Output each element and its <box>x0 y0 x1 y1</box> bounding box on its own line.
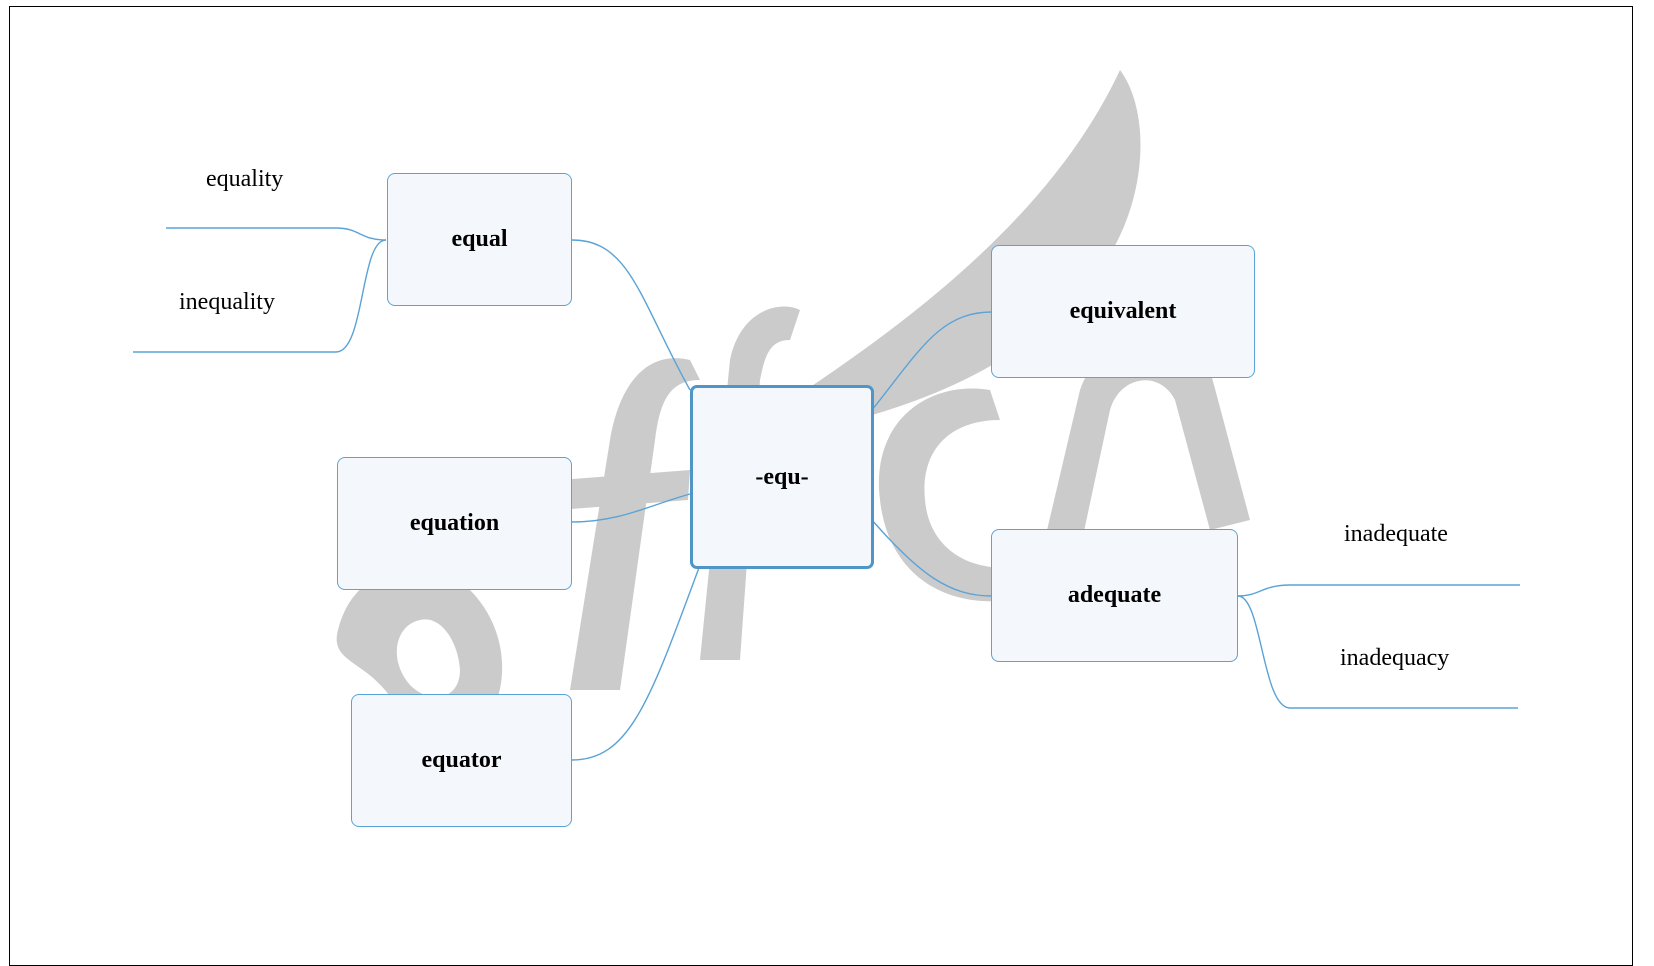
branch-node-equator[interactable]: equator <box>351 694 572 827</box>
watermark-o <box>336 568 503 731</box>
leaf-equality[interactable]: equality <box>206 166 284 192</box>
branch-node-equal[interactable]: equal <box>387 173 572 306</box>
connector-equator <box>571 564 701 761</box>
connector-equivalent <box>871 311 993 411</box>
branch-node-equation[interactable]: equation <box>337 457 572 590</box>
watermark-n <box>1040 337 1250 560</box>
connector-adequate <box>871 519 993 597</box>
connector-equation <box>571 493 691 523</box>
leaf-inequality[interactable]: inequality <box>179 289 275 315</box>
branch-node-equivalent[interactable]: equivalent <box>991 245 1255 378</box>
connector-equality <box>166 227 387 241</box>
leaf-inadequate[interactable]: inadequate <box>1344 521 1448 547</box>
connector-equal <box>571 239 691 391</box>
branch-node-adequate[interactable]: adequate <box>991 529 1238 662</box>
connector-inequality <box>133 239 387 353</box>
watermark-f1 <box>558 358 700 690</box>
watermark-c <box>878 388 1050 602</box>
connector-inadequacy <box>1237 595 1518 709</box>
connector-inadequate <box>1237 584 1520 597</box>
connectors <box>133 227 1520 761</box>
center-node[interactable]: -equ- <box>690 385 874 569</box>
leaf-inadequacy[interactable]: inadequacy <box>1340 645 1450 671</box>
